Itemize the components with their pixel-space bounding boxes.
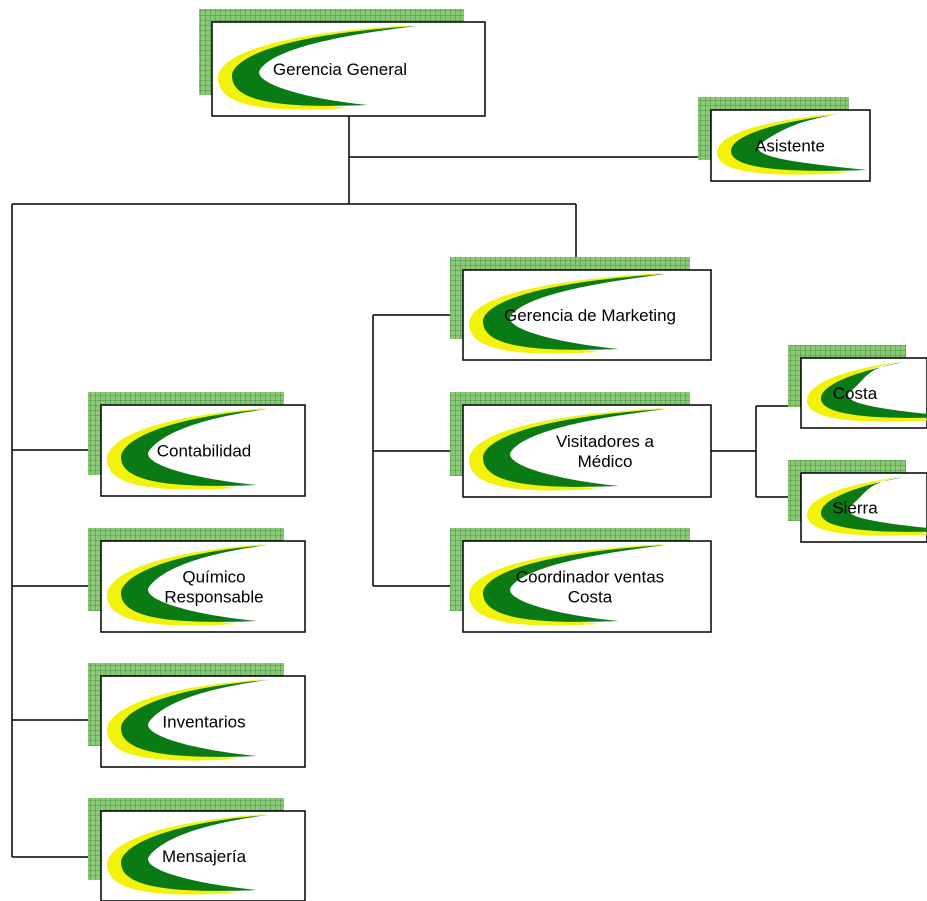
grid-shadow-left xyxy=(698,97,711,160)
grid-shadow-left xyxy=(88,392,101,475)
org-node-mensajeria: Mensajería xyxy=(88,798,306,901)
grid-shadow-top xyxy=(450,257,690,270)
grid-shadow-left xyxy=(788,345,801,407)
node-label: Gerencia de Marketing xyxy=(504,306,676,325)
node-label: Mensajería xyxy=(162,847,247,866)
swoosh-logo-icon xyxy=(717,113,867,175)
node-label-line: Gerencia de Marketing xyxy=(504,306,676,325)
grid-shadow-left xyxy=(88,528,101,611)
node-label-line: Contabilidad xyxy=(157,442,252,461)
swoosh-logo-icon xyxy=(469,408,667,491)
node-label: Costa xyxy=(833,384,878,403)
node-label-line: Costa xyxy=(833,384,878,403)
org-node-gerencia-general: Gerencia General xyxy=(199,9,486,117)
grid-shadow-top xyxy=(450,392,690,405)
node-label-line: Asistente xyxy=(755,137,825,156)
node-label-line: Químico xyxy=(182,568,245,587)
grid-shadow-left xyxy=(199,9,212,95)
org-node-gerencia-marketing: Gerencia de Marketing xyxy=(450,257,712,361)
node-label-line: Coordinador ventas xyxy=(516,568,664,587)
org-node-inventarios: Inventarios xyxy=(88,663,306,768)
swoosh-logo-icon xyxy=(218,25,417,110)
grid-shadow-top xyxy=(88,663,284,676)
swoosh-logo-icon xyxy=(107,679,269,761)
node-label: Contabilidad xyxy=(157,442,252,461)
node-label-line: Sierra xyxy=(832,499,878,518)
grid-shadow-left xyxy=(450,528,463,611)
swoosh-logo-icon xyxy=(107,408,269,490)
node-label: Inventarios xyxy=(162,713,245,732)
node-label-line: Costa xyxy=(568,588,613,607)
grid-shadow-left xyxy=(450,257,463,339)
grid-shadow-top xyxy=(88,392,284,405)
connector-lines xyxy=(11,116,801,858)
swoosh-logo-icon xyxy=(107,544,269,626)
org-node-sierra: Sierra xyxy=(788,460,927,543)
swoosh-logo-icon xyxy=(807,476,927,536)
grid-shadow-left xyxy=(450,392,463,476)
node-label-line: Visitadores a xyxy=(556,432,655,451)
node-label-line: Médico xyxy=(578,452,633,471)
grid-shadow-top xyxy=(788,345,906,358)
grid-shadow-left xyxy=(88,663,101,746)
node-label-line: Mensajería xyxy=(162,847,247,866)
swoosh-logo-icon xyxy=(107,814,269,895)
node-label: Gerencia General xyxy=(273,60,407,79)
grid-shadow-top xyxy=(199,9,464,22)
node-label-line: Gerencia General xyxy=(273,60,407,79)
grid-shadow-top xyxy=(698,97,849,110)
swoosh-logo-icon xyxy=(807,361,927,422)
grid-shadow-left xyxy=(88,798,101,880)
grid-shadow-left xyxy=(788,460,801,521)
grid-shadow-top xyxy=(788,460,906,473)
node-label: Sierra xyxy=(832,499,878,518)
org-node-asistente: Asistente xyxy=(698,97,871,182)
node-label: Asistente xyxy=(755,137,825,156)
swoosh-logo-icon xyxy=(469,544,667,626)
grid-shadow-top xyxy=(88,798,284,811)
node-label-line: Responsable xyxy=(164,588,263,607)
node-label-line: Inventarios xyxy=(162,713,245,732)
org-node-contabilidad: Contabilidad xyxy=(88,392,306,497)
org-node-costa: Costa xyxy=(788,345,927,429)
swoosh-logo-icon xyxy=(469,273,667,354)
grid-shadow-top xyxy=(88,528,284,541)
grid-shadow-top xyxy=(450,528,690,541)
